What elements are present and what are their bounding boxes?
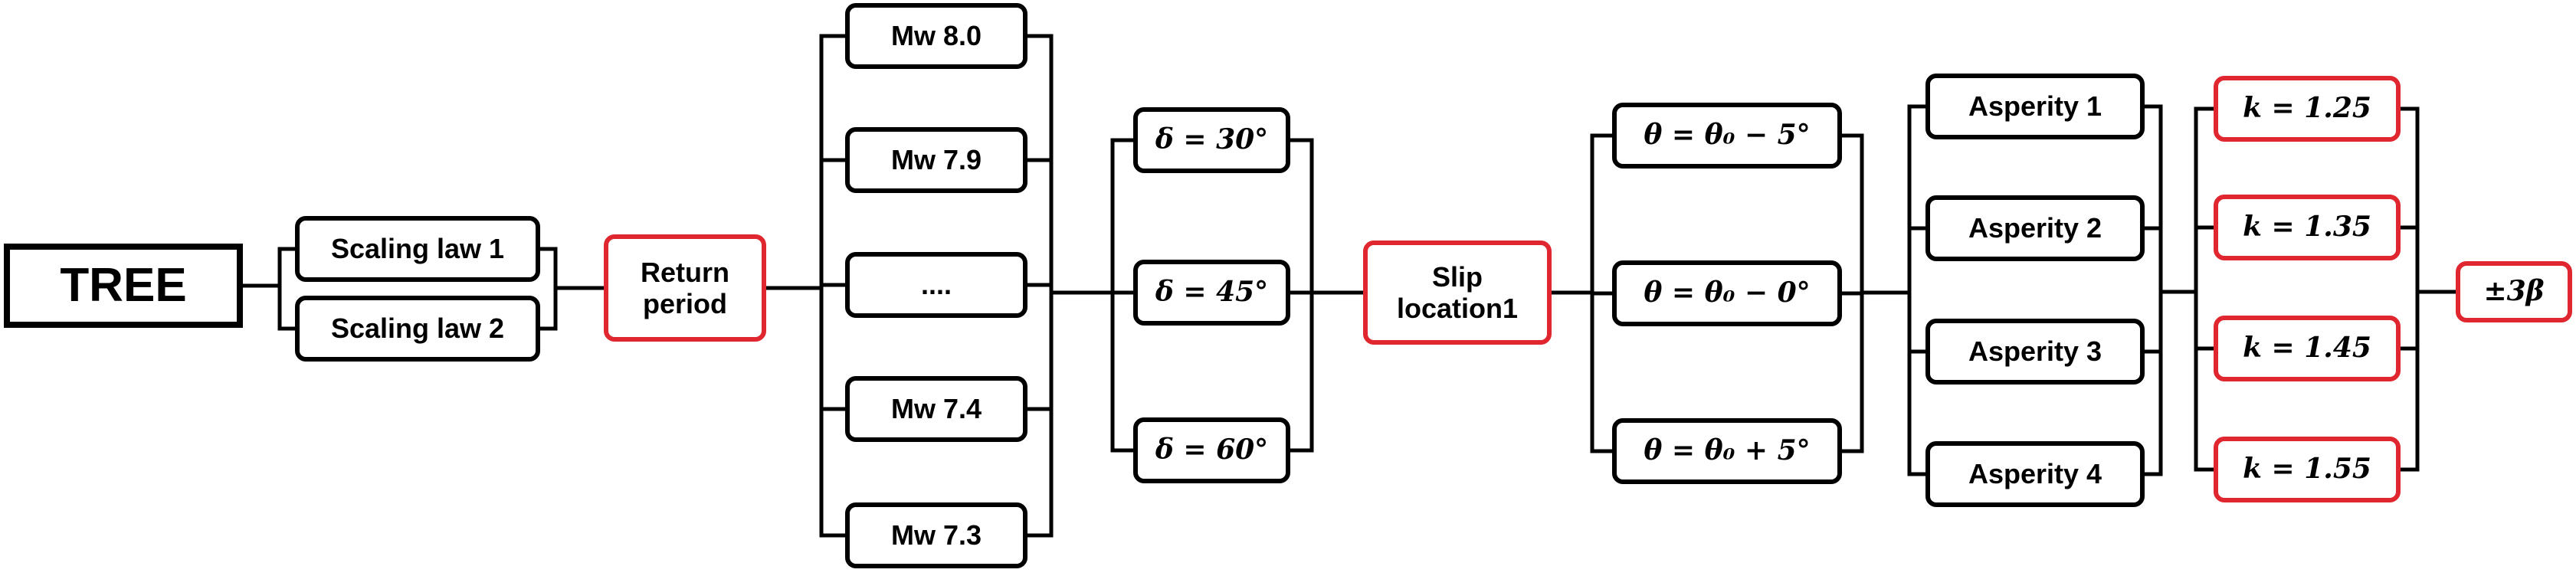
asperity-3: Asperity 3 — [1925, 319, 2145, 385]
dip-45: δ = 45° — [1133, 260, 1290, 326]
slip-location: Slip location1 — [1363, 241, 1552, 345]
magnitude-mw-7-4: Mw 7.4 — [845, 376, 1027, 442]
scaling-law-2: Scaling law 2 — [295, 296, 540, 362]
strike-minus-5: θ = θ₀ − 5° — [1612, 103, 1842, 169]
asperity-4: Asperity 4 — [1925, 441, 2145, 507]
magnitude-mw-8-0: Mw 8.0 — [845, 3, 1027, 69]
beta-uncertainty: ±3β — [2456, 261, 2572, 322]
k-1-25: k = 1.25 — [2214, 76, 2401, 142]
scaling-law-1: Scaling law 1 — [295, 216, 540, 282]
dip-30: δ = 30° — [1133, 107, 1290, 173]
k-1-45: k = 1.45 — [2214, 316, 2401, 381]
strike-minus-0: θ = θ₀ − 0° — [1612, 260, 1842, 326]
magnitude-mw-7-3: Mw 7.3 — [845, 502, 1027, 568]
k-1-35: k = 1.35 — [2214, 195, 2401, 260]
magnitude-mw-7-9: Mw 7.9 — [845, 127, 1027, 193]
strike-plus-5: θ = θ₀ + 5° — [1612, 418, 1842, 484]
dip-60: δ = 60° — [1133, 417, 1290, 483]
return-period: Return period — [604, 234, 766, 342]
k-1-55: k = 1.55 — [2214, 437, 2401, 502]
tree-root: TREE — [4, 244, 243, 328]
asperity-2: Asperity 2 — [1925, 195, 2145, 261]
magnitude-ellipsis: .... — [845, 252, 1027, 318]
asperity-1: Asperity 1 — [1925, 74, 2145, 139]
